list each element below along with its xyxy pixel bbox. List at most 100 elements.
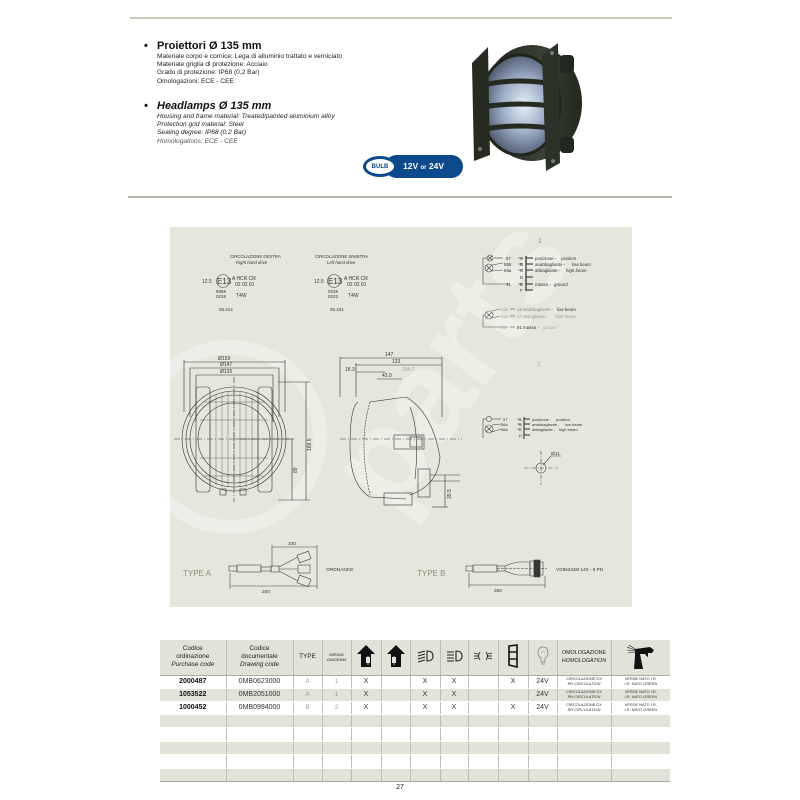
svg-text:A HCR CR: A HCR CR bbox=[344, 276, 368, 282]
svg-text:D: D bbox=[519, 433, 522, 438]
bulb-label: BULB bbox=[363, 156, 397, 177]
dim-d147: Ø147 bbox=[220, 362, 232, 368]
front-view-drawing bbox=[174, 360, 310, 502]
high-beam-cell: X bbox=[439, 688, 468, 702]
rhd-cell: X bbox=[350, 688, 381, 702]
svg-text:56a: 56a bbox=[504, 268, 512, 273]
header-wiring-diagram: WIRING DIAGRAM bbox=[321, 640, 351, 676]
low-beam-cell: X bbox=[409, 688, 440, 702]
header-line: documentale bbox=[241, 653, 278, 661]
spec-title-italian: •Proiettori Ø 135 mm bbox=[144, 40, 444, 53]
svg-text:350: 350 bbox=[494, 588, 502, 594]
empty-row bbox=[160, 727, 670, 742]
svg-text:B: B bbox=[520, 262, 523, 267]
spec-line: Protection grid material: Steel bbox=[157, 121, 244, 129]
spec-english: •Headlamps Ø 135 mm Housing and frame ma… bbox=[144, 100, 444, 146]
svg-text:Right hand drive: Right hand drive bbox=[236, 260, 268, 265]
purchase-code: 1053522 bbox=[160, 688, 226, 702]
voltage-cell: 24V bbox=[527, 701, 557, 715]
dim-d135: Ø135 bbox=[220, 369, 232, 375]
spec-italian: •Proiettori Ø 135 mm Materiale corpo e c… bbox=[144, 40, 444, 86]
svg-text:0218: 0218 bbox=[216, 294, 227, 299]
color-en: I.R. NATO GREEN bbox=[624, 680, 658, 686]
svg-text:CIRCOLAZIONE DESTRA: CIRCOLAZIONE DESTRA bbox=[230, 254, 281, 259]
svg-text:high beam: high beam bbox=[566, 268, 587, 273]
svg-text:posizione -: posizione - bbox=[532, 417, 552, 422]
svg-text:A: A bbox=[520, 256, 523, 261]
svg-text:56b: 56b bbox=[501, 307, 509, 312]
color-en: I.R. NATO GREEN bbox=[624, 693, 658, 699]
header-position-light bbox=[467, 640, 498, 676]
product-table: Codice ordinazione Purchase code Codice … bbox=[160, 640, 670, 782]
color-it: VERDE NATO I.R. bbox=[624, 675, 657, 681]
spec-line: Materiale griglia di protezione: Acciaio bbox=[157, 61, 268, 69]
type-a-cable: TYPE A 100 200 ORDNANCE bbox=[183, 541, 353, 595]
svg-text:A: A bbox=[519, 417, 522, 422]
svg-text:12.5: 12.5 bbox=[314, 279, 324, 285]
svg-text:ground: ground bbox=[554, 282, 568, 287]
type-cell: A bbox=[292, 675, 322, 689]
voltage-cell: 24V bbox=[527, 675, 557, 689]
spray-gun-icon bbox=[626, 644, 654, 669]
table-row[interactable]: 2000487 0MB0623000 A 1 X X X X 24V CIRCO… bbox=[160, 675, 670, 689]
header-line: Purchase code bbox=[171, 661, 215, 669]
table-row[interactable]: 1000452 0MB0994000 B 2 X X X X 24V CIRCO… bbox=[160, 701, 670, 715]
svg-text:C: C bbox=[520, 268, 523, 273]
empty-row bbox=[160, 714, 670, 728]
header-line: WIRING bbox=[329, 652, 344, 658]
bullet: • bbox=[144, 100, 148, 112]
color-it: VERDE NATO I.R. bbox=[624, 701, 657, 707]
svg-text:56b: 56b bbox=[504, 262, 512, 267]
svg-text:ground: ground bbox=[543, 325, 557, 330]
svg-text:0228: 0228 bbox=[328, 289, 339, 294]
svg-text:2: 2 bbox=[537, 361, 541, 368]
svg-text:0222: 0222 bbox=[328, 294, 339, 299]
position-cell bbox=[467, 675, 498, 689]
title-text: Proiettori Ø 135 mm bbox=[157, 40, 262, 52]
voltage-a: 12V bbox=[403, 161, 419, 171]
svg-text:F: F bbox=[520, 288, 523, 293]
svg-text:56b: 56b bbox=[501, 422, 508, 427]
svg-text:low beam: low beam bbox=[565, 422, 583, 427]
svg-text:200: 200 bbox=[262, 589, 270, 595]
header-lhd bbox=[380, 640, 410, 676]
svg-text:31: 31 bbox=[506, 282, 511, 287]
svg-text:31: 31 bbox=[501, 325, 506, 330]
dim-35: 35.5 bbox=[447, 489, 453, 499]
color-en: I.R. NATO GREEN bbox=[624, 706, 658, 712]
header-high-beam bbox=[439, 640, 468, 676]
headlamp-photo bbox=[460, 25, 590, 175]
table-row[interactable]: 1053522 0MB2051000 A 1 X X X 24V CIRCOLA… bbox=[160, 688, 670, 702]
voltage-b: 24V bbox=[428, 161, 444, 171]
svg-text:C: C bbox=[519, 427, 522, 432]
svg-text:100: 100 bbox=[288, 541, 296, 547]
header-line: DIAGRAM bbox=[327, 657, 346, 663]
page-number: 27 bbox=[396, 784, 404, 791]
spec-line: Housing and frame material: Treated/pain… bbox=[157, 113, 335, 120]
header-line: ordinazione bbox=[176, 653, 210, 661]
voltage-cell: 24V bbox=[527, 688, 557, 702]
lhd-cell bbox=[380, 688, 410, 702]
spec-line: Materiale corpo e cornice: Lega di allum… bbox=[157, 53, 343, 60]
dim-h169: 169.5 bbox=[307, 438, 313, 451]
wiring-cell: 2 bbox=[321, 701, 351, 715]
svg-text:position: position bbox=[560, 256, 577, 261]
svg-text:12.5: 12.5 bbox=[202, 279, 212, 285]
svg-text:anabbagliante -: anabbagliante - bbox=[532, 422, 560, 427]
spec-title-english: •Headlamps Ø 135 mm bbox=[144, 100, 444, 113]
svg-text:56a: 56a bbox=[501, 314, 509, 319]
purchase-code: 2000487 bbox=[160, 675, 226, 689]
type-cell: B bbox=[292, 701, 322, 715]
svg-text:56a: 56a bbox=[501, 427, 508, 432]
svg-text:anabbagliante -: anabbagliante - bbox=[535, 262, 566, 267]
homologation-it: CIRCOLAZIONE DX bbox=[566, 701, 602, 707]
svg-text:T4W: T4W bbox=[348, 293, 359, 299]
svg-text:abbagliante -: abbagliante - bbox=[532, 427, 556, 432]
rhd-homologation-mark: CIRCOLAZIONE DESTRA Right hand drive 12.… bbox=[202, 254, 281, 312]
svg-text:A HCR CR: A HCR CR bbox=[232, 276, 256, 282]
dim-hole: Ø11 bbox=[551, 451, 560, 457]
drawing-code: 0MB0994000 bbox=[225, 701, 293, 715]
bulb-icon bbox=[537, 646, 548, 665]
homologation-en: RH CIRCULATION bbox=[567, 706, 601, 712]
svg-text:high beam: high beam bbox=[559, 427, 578, 432]
